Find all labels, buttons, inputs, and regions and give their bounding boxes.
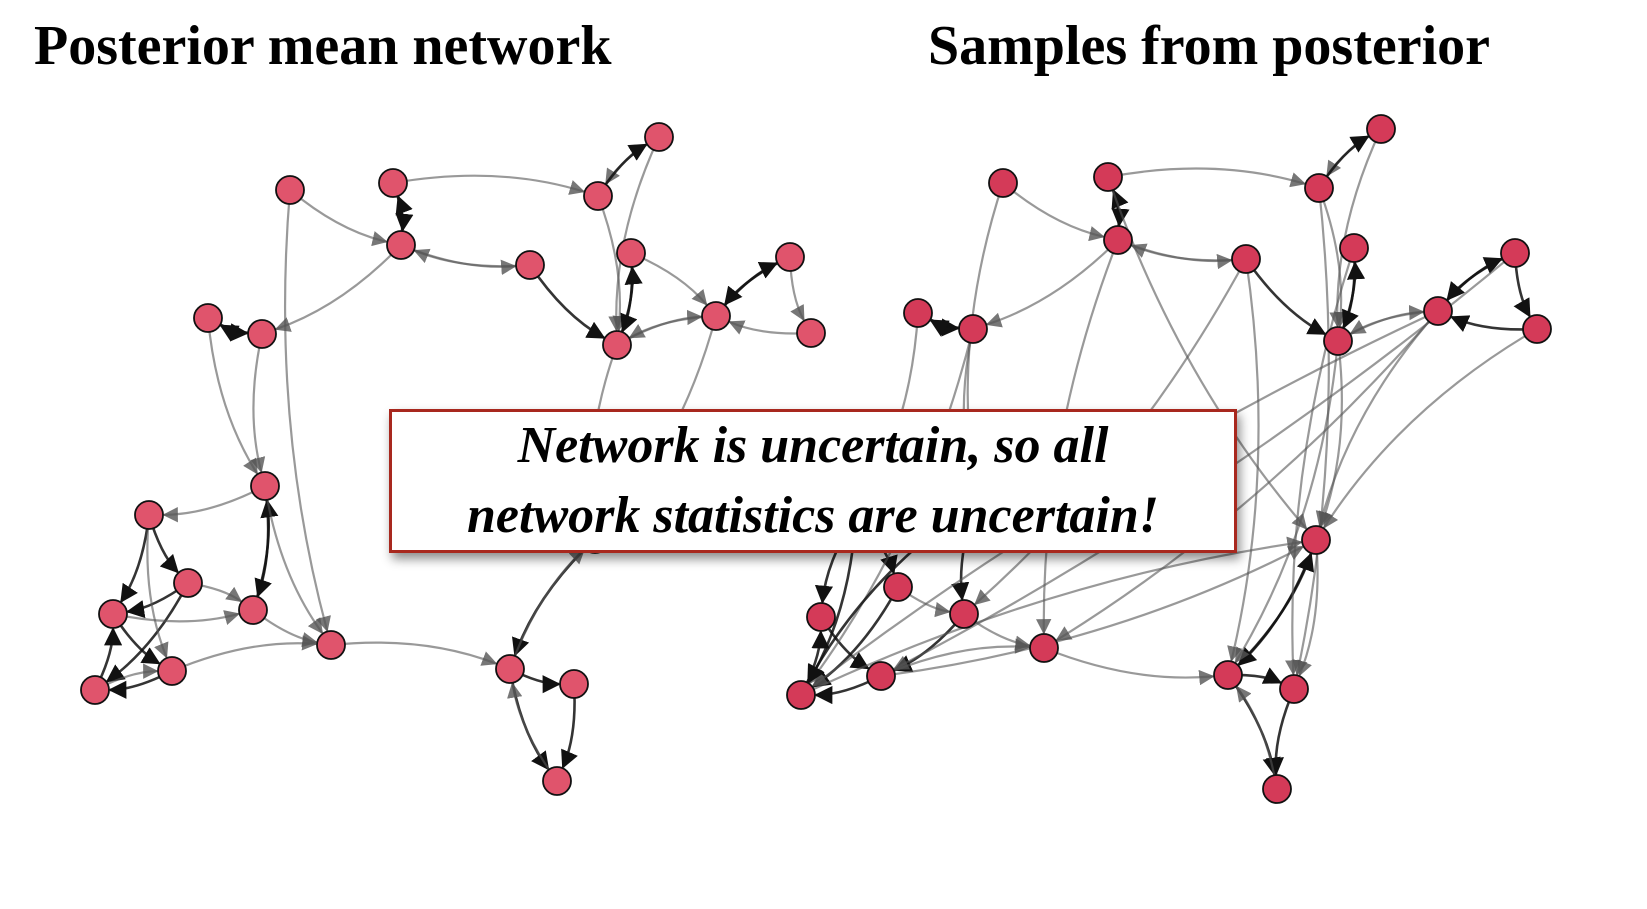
right-node-icon xyxy=(988,168,1018,198)
callout-line-2: network statistics are uncertain! xyxy=(467,487,1159,544)
left-edge xyxy=(608,136,660,332)
right-node-icon xyxy=(1522,314,1552,344)
right-nodes xyxy=(786,114,1552,804)
callout-text: Network is uncertain, so all network sta… xyxy=(457,411,1169,551)
right-node-icon xyxy=(1093,162,1123,192)
left-edge xyxy=(263,485,324,635)
right-edge xyxy=(1317,187,1349,328)
right-edge xyxy=(1234,340,1340,664)
right-node-icon xyxy=(903,298,933,328)
right-edge xyxy=(1292,187,1330,676)
right-edge xyxy=(985,239,1119,328)
left-node-icon xyxy=(602,330,632,360)
left-edge xyxy=(528,264,606,339)
right-edge xyxy=(1002,182,1105,242)
callout-line-1: Network is uncertain, so all xyxy=(517,417,1109,474)
posterior-mean-network xyxy=(80,122,826,796)
left-edge xyxy=(206,317,258,475)
right-node-icon xyxy=(1304,173,1334,203)
left-edge xyxy=(392,174,586,195)
right-node-icon xyxy=(1301,525,1331,555)
left-edge xyxy=(105,582,190,683)
left-node-icon xyxy=(238,595,268,625)
left-node-icon xyxy=(193,303,223,333)
uncertainty-callout-box: Network is uncertain, so all network sta… xyxy=(389,409,1237,553)
right-node-icon xyxy=(958,314,988,344)
left-node-icon xyxy=(275,175,305,205)
right-node-icon xyxy=(1103,225,1133,255)
left-node-icon xyxy=(559,669,589,699)
right-node-icon xyxy=(1262,774,1292,804)
right-node-icon xyxy=(1339,233,1369,263)
left-edge xyxy=(250,333,266,473)
right-edge xyxy=(880,545,1305,678)
right-edge xyxy=(1226,674,1281,777)
left-node-icon xyxy=(495,654,525,684)
right-node-icon xyxy=(1423,296,1453,326)
right-edge xyxy=(1107,167,1307,188)
right-node-icon xyxy=(1500,238,1530,268)
left-node-icon xyxy=(796,318,826,348)
left-edge xyxy=(413,248,531,268)
left-node-icon xyxy=(134,500,164,530)
left-node-icon xyxy=(157,656,187,686)
right-edge xyxy=(1043,646,1215,686)
left-node-icon xyxy=(616,238,646,268)
left-edge xyxy=(146,514,169,659)
right-edge xyxy=(1055,310,1439,642)
right-node-icon xyxy=(786,680,816,710)
left-node-icon xyxy=(173,568,203,598)
left-edge xyxy=(283,189,331,633)
left-node-icon xyxy=(701,301,731,331)
left-node-icon xyxy=(644,122,674,152)
right-node-icon xyxy=(1231,244,1261,274)
left-node-icon xyxy=(250,471,280,501)
left-edge xyxy=(508,668,550,771)
left-edge xyxy=(289,189,388,247)
left-node-icon xyxy=(515,250,545,280)
left-node-icon xyxy=(386,230,416,260)
left-edge xyxy=(274,244,402,332)
left-edge xyxy=(171,635,318,673)
right-edge xyxy=(800,536,1303,696)
left-edge xyxy=(112,610,241,625)
left-node-icon xyxy=(583,181,613,211)
right-node-icon xyxy=(1366,114,1396,144)
right-panel-title: Samples from posterior xyxy=(928,15,1490,77)
right-node-icon xyxy=(1213,660,1243,690)
left-node-icon xyxy=(378,168,408,198)
right-node-icon xyxy=(1279,674,1309,704)
left-node-icon xyxy=(542,766,572,796)
right-edge xyxy=(1323,328,1538,529)
left-node-icon xyxy=(775,242,805,272)
left-node-icon xyxy=(98,599,128,629)
right-node-icon xyxy=(883,572,913,602)
right-edge xyxy=(1285,247,1356,676)
left-edge xyxy=(512,538,596,657)
right-edge xyxy=(1297,539,1319,677)
right-edge xyxy=(1329,128,1382,328)
right-edge xyxy=(1236,685,1279,790)
right-node-icon xyxy=(806,602,836,632)
right-node-icon xyxy=(1029,633,1059,663)
left-edge xyxy=(330,641,498,666)
right-edge xyxy=(1318,340,1343,528)
left-node-icon xyxy=(316,630,346,660)
left-edge xyxy=(251,499,279,611)
right-node-icon xyxy=(866,661,896,691)
right-edge xyxy=(1227,258,1260,662)
right-node-icon xyxy=(949,599,979,629)
left-node-icon xyxy=(247,319,277,349)
right-edge xyxy=(1244,258,1327,336)
left-node-icon xyxy=(80,675,110,705)
left-edge xyxy=(507,682,558,782)
right-edge xyxy=(1130,243,1247,262)
left-edge xyxy=(162,485,266,523)
left-panel-title: Posterior mean network xyxy=(34,15,612,77)
right-node-icon xyxy=(1323,326,1353,356)
left-edge xyxy=(508,548,586,670)
